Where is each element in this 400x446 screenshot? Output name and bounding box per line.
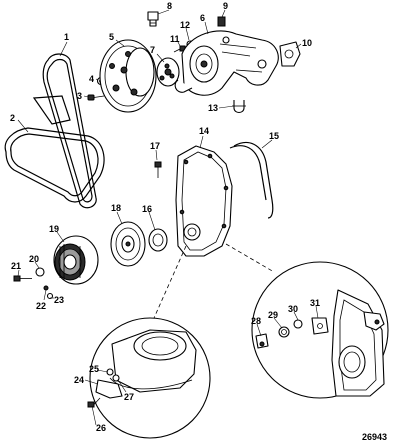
callout-8: 8 bbox=[167, 1, 172, 11]
callout-5: 5 bbox=[109, 32, 114, 42]
harmonic-balancer-18 bbox=[110, 221, 146, 267]
washer-20 bbox=[35, 267, 45, 277]
callout-7: 7 bbox=[150, 45, 155, 55]
callout-17: 17 bbox=[150, 141, 160, 151]
water-pump-pulley-5 bbox=[99, 39, 157, 113]
fitting-8 bbox=[147, 11, 159, 27]
callout-6: 6 bbox=[200, 13, 205, 23]
washer-23 bbox=[46, 292, 54, 300]
detail-leader-left bbox=[153, 245, 187, 319]
callout-27: 27 bbox=[124, 392, 134, 402]
callout-19: 19 bbox=[49, 224, 59, 234]
water-pump-6 bbox=[174, 30, 279, 96]
callout-2: 2 bbox=[10, 113, 15, 123]
callout-18: 18 bbox=[111, 203, 121, 213]
bolt-3 bbox=[87, 94, 105, 101]
callout-3: 3 bbox=[77, 91, 82, 101]
callout-20: 20 bbox=[29, 254, 39, 264]
callout-21: 21 bbox=[11, 261, 21, 271]
callout-1: 1 bbox=[64, 32, 69, 42]
callout-23: 23 bbox=[54, 295, 64, 305]
serpentine-belt-2 bbox=[4, 127, 105, 203]
callout-13: 13 bbox=[208, 103, 218, 113]
clip-13 bbox=[232, 100, 246, 114]
callout-26: 26 bbox=[96, 423, 106, 433]
gasket-10 bbox=[279, 41, 301, 67]
callout-25: 25 bbox=[89, 364, 99, 374]
crankshaft-pulley-19 bbox=[53, 235, 99, 285]
bolt-21 bbox=[13, 275, 32, 282]
callout-30: 30 bbox=[288, 304, 298, 314]
callout-4: 4 bbox=[89, 74, 94, 84]
bolt-22 bbox=[43, 285, 49, 291]
timing-cover-14 bbox=[175, 145, 233, 257]
callout-14: 14 bbox=[199, 126, 209, 136]
callout-labels: 1 2 3 4 5 6 7 8 9 10 11 12 13 14 15 16 1… bbox=[10, 1, 320, 433]
callout-12: 12 bbox=[180, 20, 190, 30]
callout-28: 28 bbox=[251, 316, 261, 326]
callout-leaders bbox=[17, 9, 319, 426]
callout-16: 16 bbox=[142, 204, 152, 214]
callout-24: 24 bbox=[74, 375, 84, 385]
detail-view-left bbox=[87, 317, 211, 439]
gasket-15 bbox=[229, 141, 274, 219]
callout-15: 15 bbox=[269, 131, 279, 141]
callout-9: 9 bbox=[223, 1, 228, 11]
detail-leader-right bbox=[225, 243, 275, 273]
detail-view-right bbox=[251, 261, 389, 399]
drawing-number: 26943 bbox=[362, 432, 387, 442]
callout-29: 29 bbox=[268, 310, 278, 320]
bolt-17 bbox=[154, 161, 162, 178]
callout-11: 11 bbox=[170, 34, 180, 44]
callout-31: 31 bbox=[310, 298, 320, 308]
callout-22: 22 bbox=[36, 301, 46, 311]
serpentine-belt-1 bbox=[32, 53, 97, 209]
pulley-hub-7 bbox=[156, 57, 180, 87]
plug-9 bbox=[217, 16, 226, 27]
callout-10: 10 bbox=[302, 38, 312, 48]
seal-16 bbox=[148, 228, 168, 252]
